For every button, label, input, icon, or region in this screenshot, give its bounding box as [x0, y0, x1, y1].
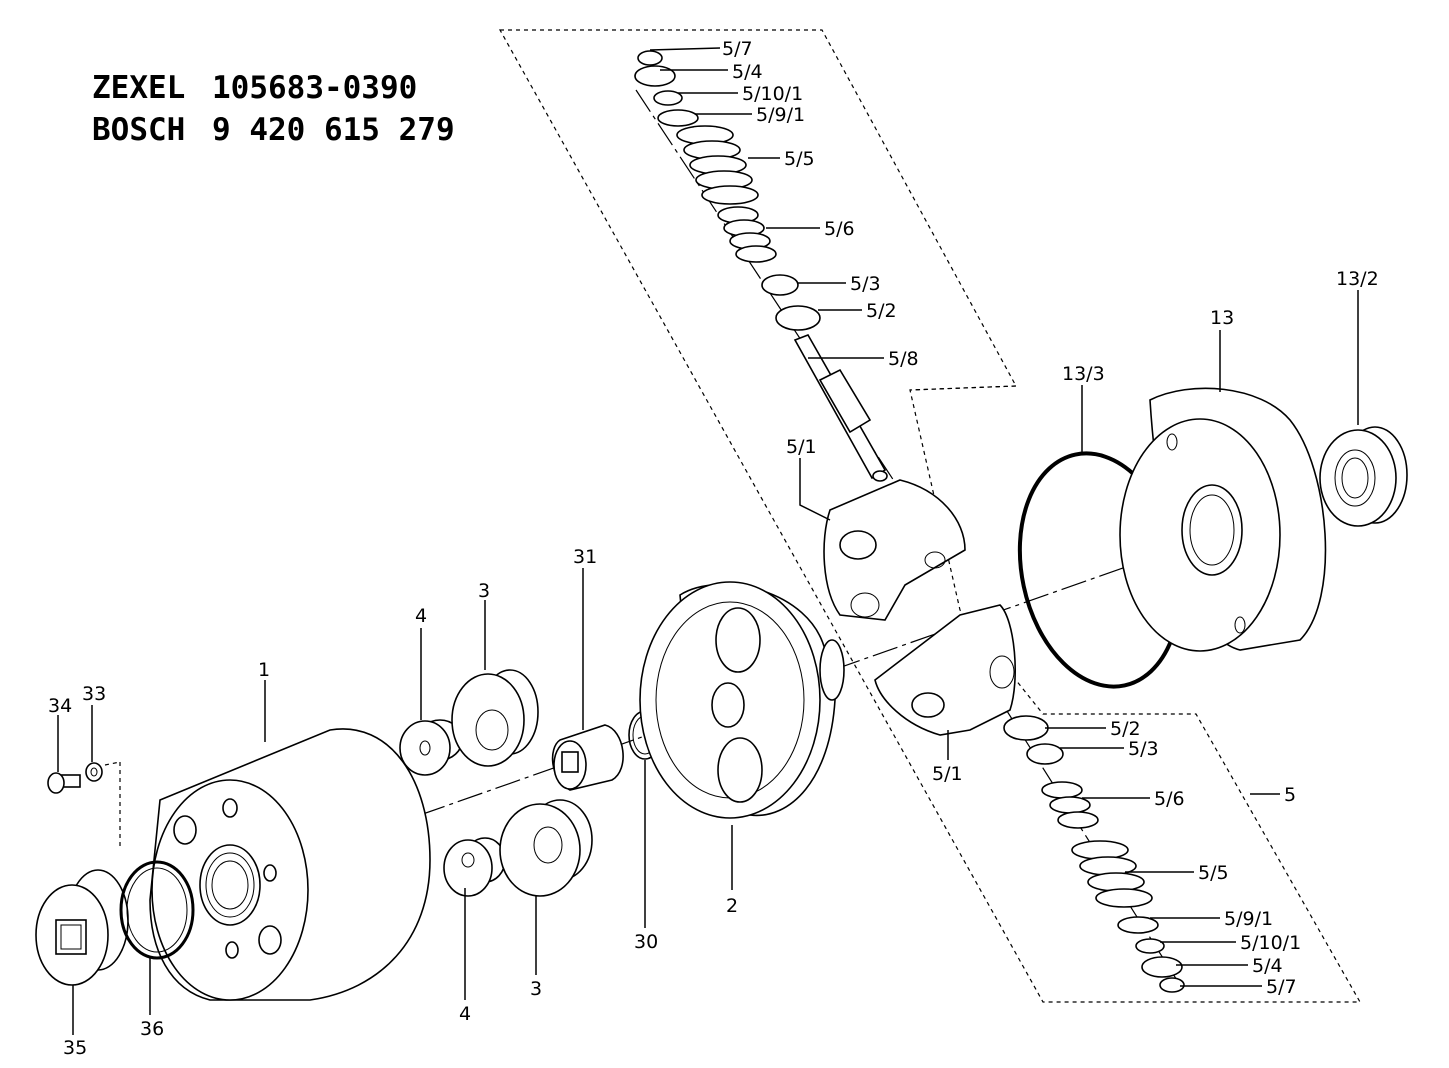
label-33: 33	[82, 683, 106, 705]
label-30: 30	[634, 931, 658, 953]
label-13-2: 13/2	[1336, 268, 1379, 290]
label-5-1-upper: 5/1	[786, 436, 817, 458]
label-36: 36	[140, 1018, 164, 1040]
part-35-plug	[35, 869, 129, 986]
label-5-5-top: 5/5	[784, 148, 815, 170]
label-5-7-top: 5/7	[722, 38, 753, 60]
part-5-8-plunger	[793, 334, 888, 482]
label-5-9-1-bottom: 5/9/1	[1224, 908, 1273, 930]
label-4-lower: 4	[459, 1003, 471, 1025]
label-5-7-bottom: 5/7	[1266, 976, 1297, 998]
part-4-lower-cup	[443, 837, 506, 897]
label-34: 34	[48, 695, 72, 717]
part-13-2-seal	[1319, 426, 1408, 527]
label-5-6-bottom: 5/6	[1154, 788, 1185, 810]
label-3-upper: 3	[478, 580, 490, 602]
label-4-upper: 4	[415, 605, 427, 627]
header-bosch-number: 9 420 615 279	[212, 112, 455, 148]
label-2: 2	[726, 895, 738, 917]
label-5-6-top: 5/6	[824, 218, 855, 240]
label-5-9-1-top: 5/9/1	[756, 104, 805, 126]
part-33-washer	[85, 762, 103, 782]
leader-lines	[57, 47, 1359, 1035]
label-5-1-lower: 5/1	[932, 763, 963, 785]
part-2-flange	[639, 581, 845, 819]
label-31: 31	[573, 546, 597, 568]
label-35: 35	[63, 1037, 87, 1059]
part-5-1-upper-body	[823, 479, 966, 621]
part-5-upper-spring-stack	[634, 50, 821, 331]
part-1-housing	[149, 728, 431, 1001]
label-5-2-top: 5/2	[866, 300, 897, 322]
part-4-upper-cup	[399, 719, 463, 776]
part-5-lower-spring-stack	[1003, 715, 1185, 993]
label-5-5-bottom: 5/5	[1198, 862, 1229, 884]
label-1: 1	[258, 659, 270, 681]
label-5-10-1-bottom: 5/10/1	[1240, 932, 1301, 954]
part-5-1-lower-body	[874, 604, 1016, 736]
label-5-3-top: 5/3	[850, 273, 881, 295]
label-5: 5	[1284, 784, 1296, 806]
header-zexel-number: 105683-0390	[212, 70, 418, 106]
label-5-2-bottom: 5/2	[1110, 718, 1141, 740]
part-36-ring	[119, 860, 195, 960]
part-31-sleeve	[551, 724, 624, 791]
label-5-4-top: 5/4	[732, 61, 763, 83]
label-5-4-bottom: 5/4	[1252, 955, 1283, 977]
label-5-3-bottom: 5/3	[1128, 738, 1159, 760]
header-zexel-brand: ZEXEL	[92, 70, 186, 106]
group-box-upper	[498, 29, 1362, 1003]
label-13: 13	[1210, 307, 1234, 329]
label-5-8: 5/8	[888, 348, 919, 370]
label-13-3: 13/3	[1062, 363, 1105, 385]
label-5-10-1-top: 5/10/1	[742, 83, 803, 105]
part-13-cover	[1119, 387, 1327, 652]
header-bosch-brand: BOSCH	[92, 112, 186, 148]
part-3-upper-bearing	[451, 669, 539, 767]
part-3-lower-bearing	[499, 799, 593, 897]
part-34-screw	[47, 772, 81, 794]
label-3-lower: 3	[530, 978, 542, 1000]
